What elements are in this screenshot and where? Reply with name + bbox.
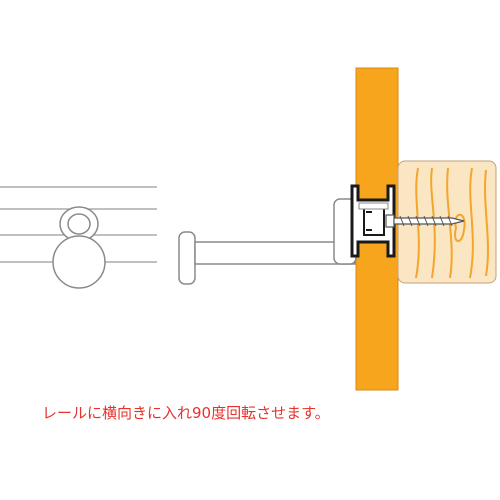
- hook-knob: [178, 231, 196, 285]
- instruction-caption: レールに横向きに入れ90度回転させます。: [42, 404, 330, 422]
- hanger-hook-icon: [52, 206, 106, 289]
- hook-arm: [194, 241, 356, 265]
- hook-side-view: [178, 198, 357, 285]
- rail-profile: [350, 184, 396, 258]
- hook-front-view: [0, 186, 157, 289]
- screw-icon: [385, 214, 465, 228]
